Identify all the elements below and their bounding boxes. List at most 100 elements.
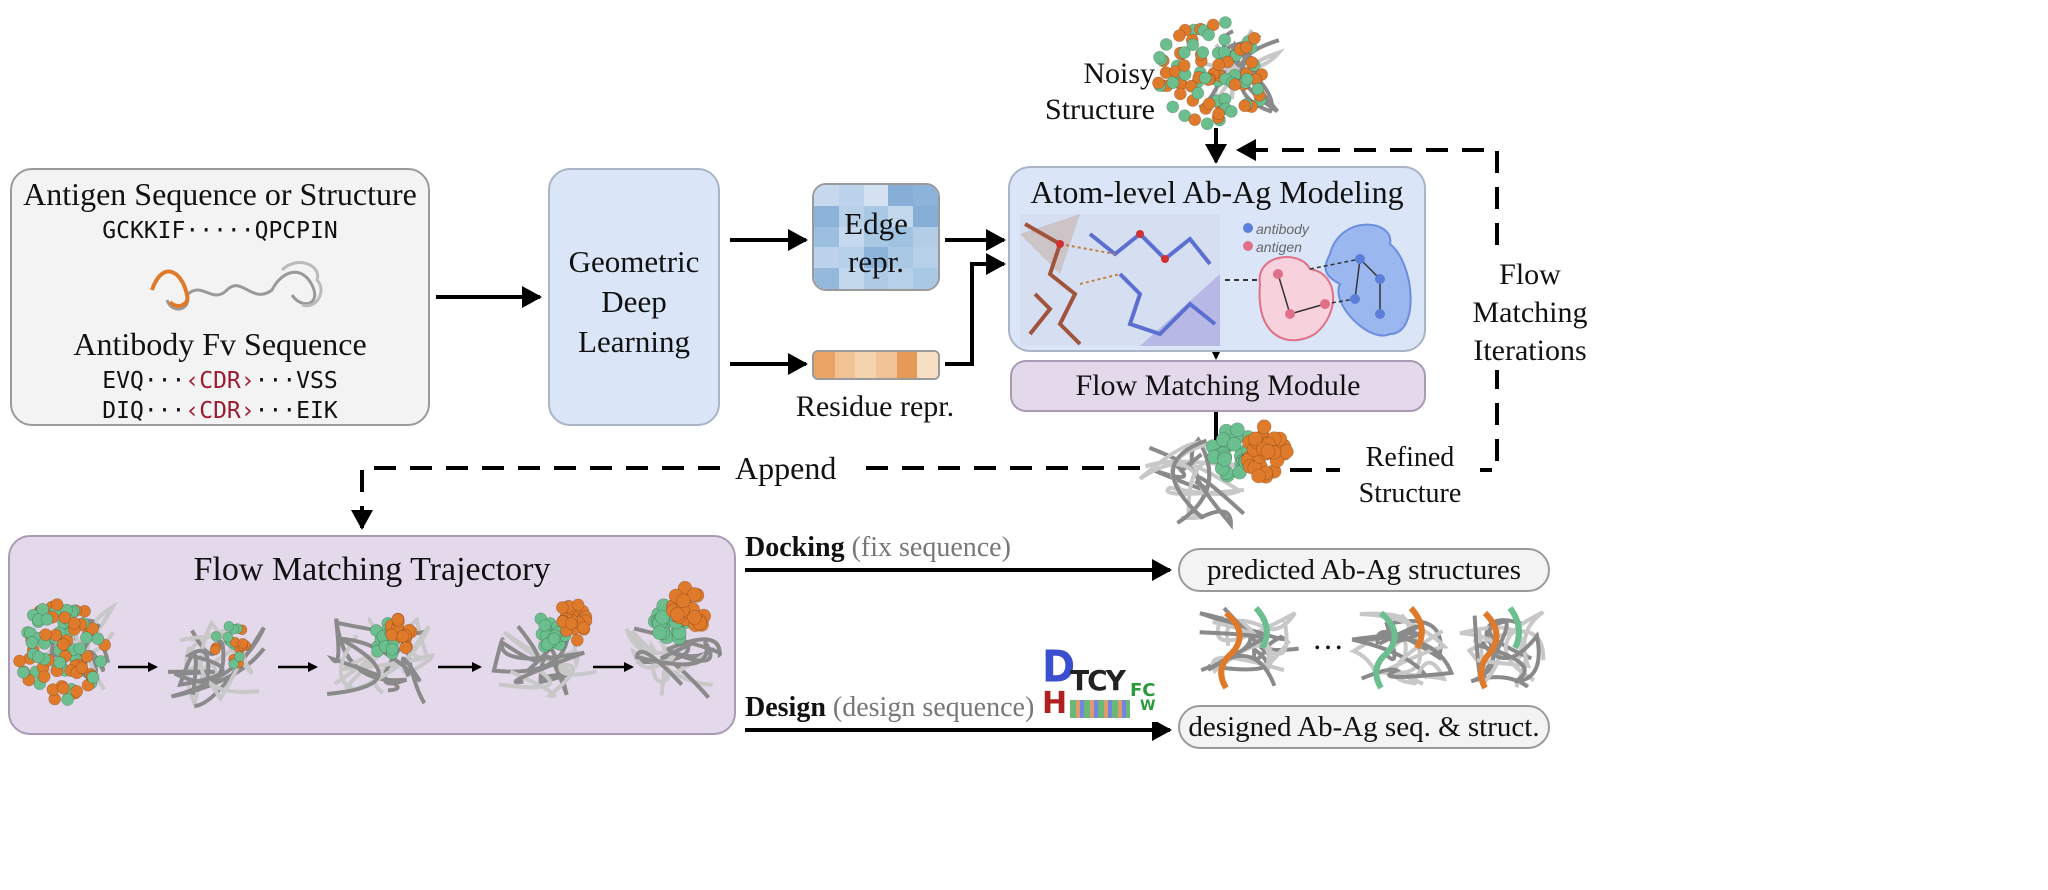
residue-cell bbox=[896, 352, 918, 378]
atom-sphere bbox=[1240, 72, 1254, 86]
residue-cell bbox=[855, 352, 877, 378]
residue-repr-label: Residue repr. bbox=[795, 390, 955, 423]
refined-line: Structure bbox=[1358, 478, 1462, 509]
edge-cell bbox=[888, 247, 914, 269]
edge-cell bbox=[838, 205, 864, 227]
refined-structure-label: Refined Structure bbox=[1340, 440, 1480, 512]
atom-sphere bbox=[1238, 99, 1252, 113]
edge-line: repr. bbox=[848, 244, 904, 279]
atom-sphere bbox=[571, 598, 585, 612]
atom-sphere bbox=[1202, 28, 1215, 42]
atom-sphere bbox=[58, 611, 72, 624]
atom-sphere bbox=[1198, 71, 1212, 85]
gdl-line: Geometric bbox=[568, 244, 700, 279]
atom-sphere bbox=[399, 641, 412, 655]
seq-pre: DIQ··· bbox=[102, 398, 186, 424]
edge-line: Edge bbox=[844, 206, 908, 241]
atom-sphere bbox=[73, 642, 87, 655]
docking-label: Docking (fix sequence) bbox=[745, 532, 1011, 564]
atom-sphere bbox=[1256, 419, 1272, 435]
edge-cell bbox=[838, 268, 864, 289]
edge-cell bbox=[863, 185, 889, 206]
atom-sphere bbox=[1166, 100, 1180, 114]
atom-sphere bbox=[223, 620, 235, 632]
flow-module-label: Flow Matching Module bbox=[1075, 369, 1361, 402]
atom-sphere bbox=[1202, 97, 1216, 110]
edge-cell bbox=[888, 226, 914, 248]
atom-sphere bbox=[1245, 56, 1259, 69]
atom-sphere bbox=[86, 622, 99, 636]
atom-sphere bbox=[1226, 436, 1242, 452]
atom-sphere bbox=[1191, 86, 1205, 100]
atom-sphere bbox=[1251, 82, 1265, 96]
edge-cell bbox=[913, 226, 938, 248]
trajectory-title: Flow Matching Trajectory bbox=[193, 551, 551, 588]
atom-sphere bbox=[56, 638, 70, 651]
output-structure-1 bbox=[1199, 605, 1299, 690]
noisy-line: Noisy bbox=[1083, 57, 1155, 90]
light-chain-sequence: DIQ···‹CDR›···EIK bbox=[12, 398, 428, 424]
edge-cell bbox=[913, 247, 938, 269]
predicted-structures-box: predicted Ab-Ag structures bbox=[1178, 548, 1550, 592]
atom-sphere bbox=[1225, 105, 1238, 118]
atom-sphere bbox=[31, 650, 45, 664]
edge-cell bbox=[863, 247, 889, 269]
atom-sphere bbox=[1248, 431, 1263, 447]
atom-sphere bbox=[17, 666, 30, 679]
antigen-structure-image bbox=[150, 261, 323, 311]
cdr-token: ‹CDR› bbox=[185, 368, 255, 394]
atom-sphere bbox=[75, 661, 89, 675]
atom-sphere bbox=[556, 601, 569, 614]
trajectory-arrows bbox=[118, 662, 634, 672]
edge-heatmap bbox=[814, 185, 938, 289]
atom-sphere bbox=[1178, 46, 1191, 59]
atom-sphere bbox=[391, 613, 405, 627]
atom-sphere bbox=[209, 644, 221, 656]
seq-pre: EVQ··· bbox=[102, 368, 186, 394]
atom-sphere bbox=[91, 632, 105, 646]
atom-sphere bbox=[1152, 76, 1165, 90]
atom-sphere bbox=[1159, 38, 1173, 51]
design-bold: Design bbox=[745, 692, 826, 723]
atom-sphere bbox=[237, 638, 249, 649]
atom-box-title: Atom-level Ab-Ag Modeling bbox=[1030, 174, 1404, 210]
antigen-sequence: GCKKIF·····QPCPIN bbox=[102, 218, 338, 244]
atom-sphere bbox=[1279, 444, 1294, 459]
noisy-line: Structure bbox=[1045, 93, 1155, 126]
atom-sphere bbox=[40, 613, 54, 626]
heavy-chain-sequence: EVQ···‹CDR›···VSS bbox=[12, 368, 428, 394]
iter-line: Iterations bbox=[1473, 334, 1587, 367]
atom-sphere bbox=[1177, 59, 1191, 72]
graph-schematic bbox=[1225, 223, 1412, 342]
atom-sphere bbox=[396, 630, 410, 643]
ribbon bbox=[630, 629, 670, 684]
noisy-structure-image bbox=[1152, 16, 1286, 131]
atom-sphere bbox=[25, 636, 39, 649]
edge-cell bbox=[838, 185, 864, 206]
edge-cell bbox=[863, 205, 889, 227]
sequence-logo: D H TCY FC W bbox=[1040, 642, 1165, 722]
output-structure-2 bbox=[1349, 605, 1455, 690]
atom-sphere bbox=[80, 650, 94, 663]
logo-small-letters bbox=[1070, 700, 1130, 718]
arrow-residue-to-atom bbox=[945, 253, 1006, 366]
cdr-token: ‹CDR› bbox=[185, 398, 255, 424]
atom-sphere bbox=[228, 658, 239, 670]
residue-repr-bar bbox=[812, 350, 940, 380]
seq-post: ···VSS bbox=[254, 368, 338, 394]
atom-sphere bbox=[655, 610, 670, 625]
ribbon bbox=[338, 625, 433, 692]
append-dashed-2 bbox=[351, 466, 720, 530]
atom-sphere bbox=[39, 628, 52, 641]
edge-cell bbox=[814, 247, 839, 269]
ribbon bbox=[1477, 631, 1541, 684]
atom-sphere bbox=[70, 685, 84, 698]
atom-sphere bbox=[37, 670, 51, 683]
ribbon bbox=[170, 626, 266, 708]
predicted-label: predicted Ab-Ag structures bbox=[1206, 554, 1522, 586]
atom-sphere bbox=[53, 656, 67, 669]
iter-line: Matching bbox=[1472, 296, 1588, 329]
atom-sphere bbox=[61, 693, 74, 706]
ribbon bbox=[1351, 624, 1429, 680]
